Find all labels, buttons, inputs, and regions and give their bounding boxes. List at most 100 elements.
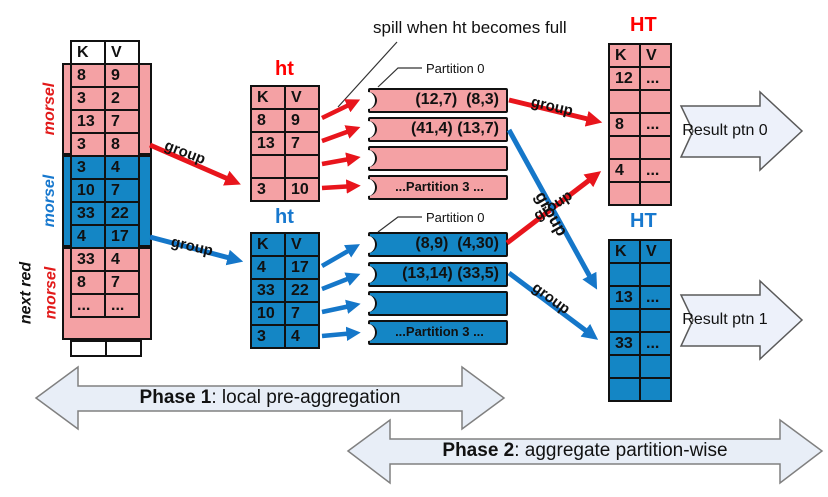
ht-blue-title: ht — [275, 206, 294, 228]
phase2-desc: : aggregate partition-wise — [514, 440, 728, 461]
table-cell — [639, 135, 672, 160]
table-cell: 7 — [104, 178, 140, 203]
table-cell: K — [608, 43, 641, 68]
spill-arrow-red-1 — [321, 125, 361, 144]
table-cell: 7 — [284, 301, 320, 326]
table-cell: 17 — [104, 224, 140, 249]
partition-bar-red-1: (41,4) (13,7) — [367, 117, 508, 142]
table-cell: K — [608, 239, 641, 264]
HT-blue-title: HT — [630, 210, 657, 232]
table-cell — [639, 89, 672, 114]
table-cell: 12 — [608, 66, 641, 91]
phase1-label: Phase 1: local pre-aggregation — [60, 387, 480, 409]
spill-arrow-red-3 — [321, 179, 361, 194]
table-cell: 8 — [250, 108, 286, 133]
table-cell: 3 — [70, 132, 106, 157]
table-cell — [639, 354, 672, 379]
group-label: group — [529, 93, 575, 120]
spill-arrow-blue-1 — [321, 272, 361, 292]
partition-bar-blue-1: (13,14) (33,5) — [367, 262, 508, 287]
table-cell: 10 — [250, 301, 286, 326]
partition-bar-red-2 — [367, 146, 508, 171]
table-cell: V — [104, 40, 140, 65]
partition-content: (12,7) (8,3) — [415, 91, 499, 108]
partition-bar-red-0: (12,7) (8,3) — [367, 88, 508, 113]
table-cell — [608, 135, 641, 160]
partition-content: ...Partition 3 ... — [395, 179, 484, 194]
partition0-label-red: Partition 0 — [426, 61, 485, 76]
table-cell — [250, 154, 286, 179]
table-cell: 33 — [608, 331, 641, 356]
table-cell: 33 — [250, 278, 286, 303]
table-cell — [608, 89, 641, 114]
table-cell: 4 — [104, 155, 140, 180]
spill-arrow-red-2 — [321, 152, 361, 167]
table-cell — [608, 262, 641, 287]
table-cell: K — [250, 232, 286, 257]
spill-arrow-blue-3 — [321, 326, 361, 341]
table-cell: 17 — [284, 255, 320, 280]
table-cell: 13 — [608, 285, 641, 310]
phase1-name: Phase 1 — [139, 387, 212, 408]
partition-content: ...Partition 3 ... — [395, 324, 484, 339]
spill-arrow-blue-0 — [320, 244, 360, 268]
spill-arrow-blue-2 — [321, 299, 361, 315]
result-ptn0-label: Result ptn 0 — [682, 122, 768, 139]
table-cell: 10 — [284, 177, 320, 202]
table-cell: 22 — [104, 201, 140, 226]
partition-bar-blue-0: (8,9) (4,30) — [367, 232, 508, 257]
table-cell: 10 — [70, 178, 106, 203]
table-cell: 3 — [250, 324, 286, 349]
table-cell: 3 — [70, 86, 106, 111]
table-cell: 3 — [70, 155, 106, 180]
table-cell: ... — [104, 293, 140, 318]
table-cell: 4 — [104, 247, 140, 272]
table-cell: V — [284, 85, 320, 110]
table-cell: 4 — [250, 255, 286, 280]
partition-content: (8,9) (4,30) — [415, 235, 499, 252]
partition0-callout-red — [377, 67, 422, 88]
table-cell — [639, 377, 672, 402]
table-cell — [639, 308, 672, 333]
table-cell: V — [639, 239, 672, 264]
table-cell — [639, 181, 672, 206]
spill-arrow-red-0 — [321, 99, 361, 121]
spill-note: spill when ht becomes full — [373, 18, 567, 37]
table-cell: 8 — [70, 63, 106, 88]
next-red-label: next red — [17, 261, 35, 325]
table-cell: 13 — [70, 109, 106, 134]
table-cell: 8 — [104, 132, 140, 157]
table-cell — [608, 181, 641, 206]
table-cell: ... — [639, 331, 672, 356]
partition-bar-red-3: ...Partition 3 ... — [367, 175, 508, 200]
table-cell: 2 — [104, 86, 140, 111]
partition0-label-blue: Partition 0 — [426, 210, 485, 225]
ht-red-title: ht — [275, 58, 294, 80]
partition-content: (41,4) (13,7) — [410, 120, 499, 137]
table-cell: ... — [639, 66, 672, 91]
table-cell: ... — [639, 285, 672, 310]
table-cell: 4 — [284, 324, 320, 349]
table-cell: 22 — [284, 278, 320, 303]
table-cell: 13 — [250, 131, 286, 156]
table-cell: 9 — [284, 108, 320, 133]
phase2-label: Phase 2: aggregate partition-wise — [370, 440, 800, 462]
table-cell: V — [284, 232, 320, 257]
table-cell: 7 — [104, 109, 140, 134]
table-cell: K — [70, 40, 106, 65]
empty-footer-cell — [105, 340, 142, 357]
partition-bar-blue-3: ...Partition 3 ... — [367, 320, 508, 345]
empty-footer-cell — [70, 340, 107, 357]
morsel-label-blue: morsel — [41, 174, 58, 228]
HT-red-title: HT — [630, 14, 657, 36]
table-cell: 7 — [284, 131, 320, 156]
